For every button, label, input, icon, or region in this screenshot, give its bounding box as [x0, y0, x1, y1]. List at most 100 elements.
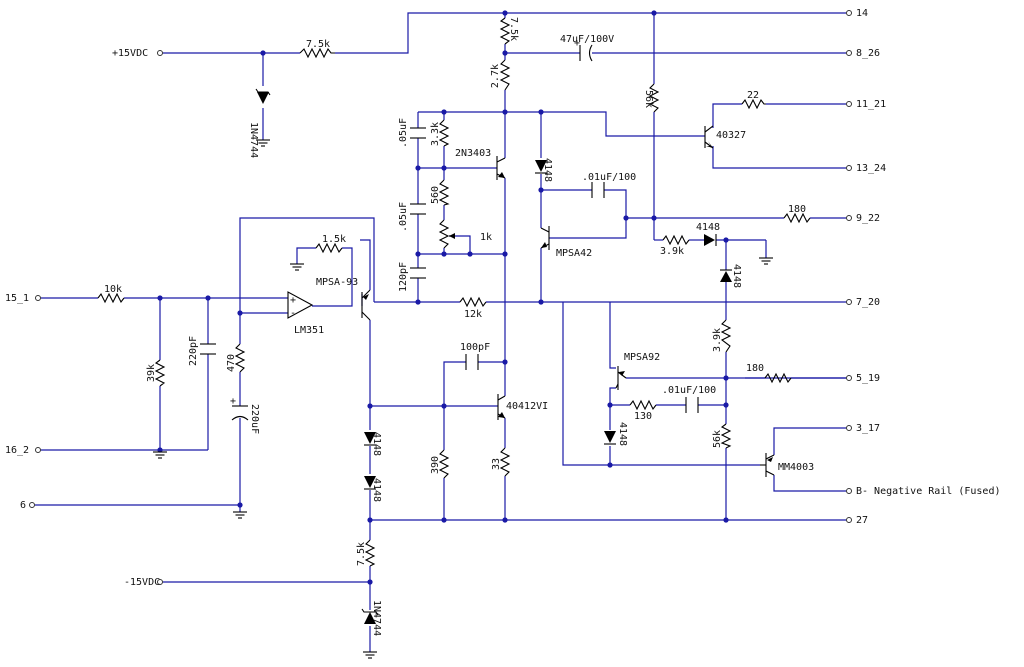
- label-r-top-in: 7.5k: [306, 39, 330, 50]
- transistor-40327: [704, 125, 714, 149]
- resistor-10k: [97, 292, 125, 304]
- resistor-470: [234, 343, 246, 373]
- label-q-2n3403: 2N3403: [455, 148, 491, 159]
- capacitor-01uf-b: [685, 397, 699, 413]
- label-r-12k: 12k: [464, 309, 482, 320]
- label-q-40327: 40327: [716, 130, 746, 141]
- resistor-560: [438, 179, 450, 206]
- label-r-3k3: 3.3k: [430, 122, 441, 146]
- diodes: [255, 88, 732, 624]
- label-r-3k9-a: 3.9k: [660, 246, 684, 257]
- label-r-180-top: 180: [788, 204, 806, 215]
- resistor-22: [741, 98, 766, 110]
- label-q-mpsa42: MPSA42: [556, 248, 592, 259]
- svg-text:-: -: [290, 308, 296, 319]
- svg-text:+: +: [574, 38, 580, 49]
- diode-4148-c: [720, 269, 732, 282]
- transistor-mpsa92: [615, 366, 627, 390]
- component-labels: +15VDC -15VDC 7.5k 1N4744 7.5k 2.7k 47uF…: [104, 17, 814, 636]
- label-r-33: 33: [491, 458, 502, 470]
- resistor-180-mid: [764, 372, 792, 384]
- resistor-3k9-b: [720, 319, 732, 353]
- terminal-7-20: 7_20: [856, 297, 880, 308]
- label-r-56k-b: 56k: [712, 430, 723, 448]
- junctions: [157, 10, 729, 585]
- terminal-bneg: B- Negative Rail (Fused): [856, 486, 1001, 497]
- resistor-7k5-top: [299, 47, 335, 59]
- diode-4148-e: [364, 432, 376, 446]
- terminal-6: 6: [20, 500, 26, 511]
- capacitor-05uf-a: [410, 127, 426, 139]
- capacitor-220uf: +: [230, 396, 249, 421]
- resistor-130: [629, 399, 657, 411]
- resistor-390: [438, 449, 450, 479]
- label-q-40412: 40412VI: [506, 401, 548, 412]
- label-q-mpsa92: MPSA92: [624, 352, 660, 363]
- resistor-3k3: [438, 119, 450, 147]
- label-r-7k5-bot: 7.5k: [356, 542, 367, 566]
- transistor-40412: [497, 394, 506, 420]
- transistor-2n3403: [496, 156, 506, 180]
- zener-bottom: [361, 608, 379, 624]
- label-d-4148-c: 4148: [731, 264, 742, 288]
- zener-top: [255, 88, 271, 104]
- label-d-4148-f: 4148: [371, 478, 382, 502]
- resistor-2k7: [499, 59, 511, 91]
- svg-text:+: +: [290, 295, 296, 306]
- transistor-mpsa93: [361, 289, 371, 321]
- diode-4148-a: [535, 160, 547, 174]
- label-z-bot: 1N4744: [371, 600, 382, 636]
- label-c-220p: 220pF: [188, 336, 199, 366]
- terminal-11-21: 11_21: [856, 99, 886, 110]
- capacitor-01uf-a: [591, 182, 605, 198]
- label-c-01-a: .01uF/100: [582, 172, 636, 183]
- label-c-boot: 47uF/100V: [560, 34, 614, 45]
- resistor-180-top: [783, 212, 811, 224]
- capacitor-220pf: [200, 343, 216, 355]
- label-r-3k9-b: 3.9k: [712, 328, 723, 352]
- resistors: [97, 17, 811, 567]
- terminal-8-26: 8_26: [856, 48, 880, 59]
- potentiometer-1k: [438, 219, 450, 249]
- label-r-180-mid: 180: [746, 363, 764, 374]
- terminal-9-22: 9_22: [856, 213, 880, 224]
- resistor-1k5: [315, 242, 343, 254]
- label-r-col-2: 2.7k: [490, 64, 501, 88]
- label-q-mpsa93: MPSA-93: [316, 277, 358, 288]
- label-r-39k: 39k: [146, 364, 157, 382]
- label-d-4148-a: 4148: [542, 158, 553, 182]
- terminal-labels: 14 8_26 11_21 13_24 9_22 7_20 5_19 3_17 …: [5, 8, 1001, 526]
- label-r-560: 560: [430, 186, 441, 204]
- label-r-56k-top: 56k: [643, 90, 654, 108]
- label-vneg: -15VDC: [124, 577, 160, 588]
- capacitor-05uf-b: [410, 203, 426, 215]
- resistor-12k: [459, 296, 487, 308]
- label-c-220u: 220uF: [249, 404, 260, 434]
- label-c-01-b: .01uF/100: [662, 385, 716, 396]
- label-r-col-top: 7.5k: [508, 17, 519, 41]
- opamp-lm351: + -: [287, 291, 314, 319]
- wires: [35, 12, 846, 652]
- label-z-top: 1N4744: [248, 122, 259, 158]
- terminal-5-19: 5_19: [856, 373, 880, 384]
- diode-4148-f: [364, 476, 376, 490]
- resistor-33: [499, 447, 511, 477]
- label-c-05-a: .05uF: [398, 118, 409, 148]
- label-d-4148-b: 4148: [696, 222, 720, 233]
- label-q-mm4003: MM4003: [778, 462, 814, 473]
- label-d-4148-e: 4148: [371, 432, 382, 456]
- resistor-39k: [154, 359, 166, 387]
- terminal-13-24: 13_24: [856, 163, 886, 174]
- transistor-mm4003: [760, 453, 775, 477]
- label-c-100p: 100pF: [460, 342, 490, 353]
- terminal-14: 14: [856, 8, 868, 19]
- capacitor-100pf: [465, 354, 479, 370]
- capacitor-120pf: [410, 267, 426, 279]
- terminal-27: 27: [856, 515, 868, 526]
- label-r-130: 130: [634, 411, 652, 422]
- transistor-mpsa42: [540, 226, 550, 250]
- label-r-470: 470: [226, 354, 237, 372]
- resistor-56k-top: [648, 83, 660, 113]
- diode-4148-d: [604, 431, 616, 445]
